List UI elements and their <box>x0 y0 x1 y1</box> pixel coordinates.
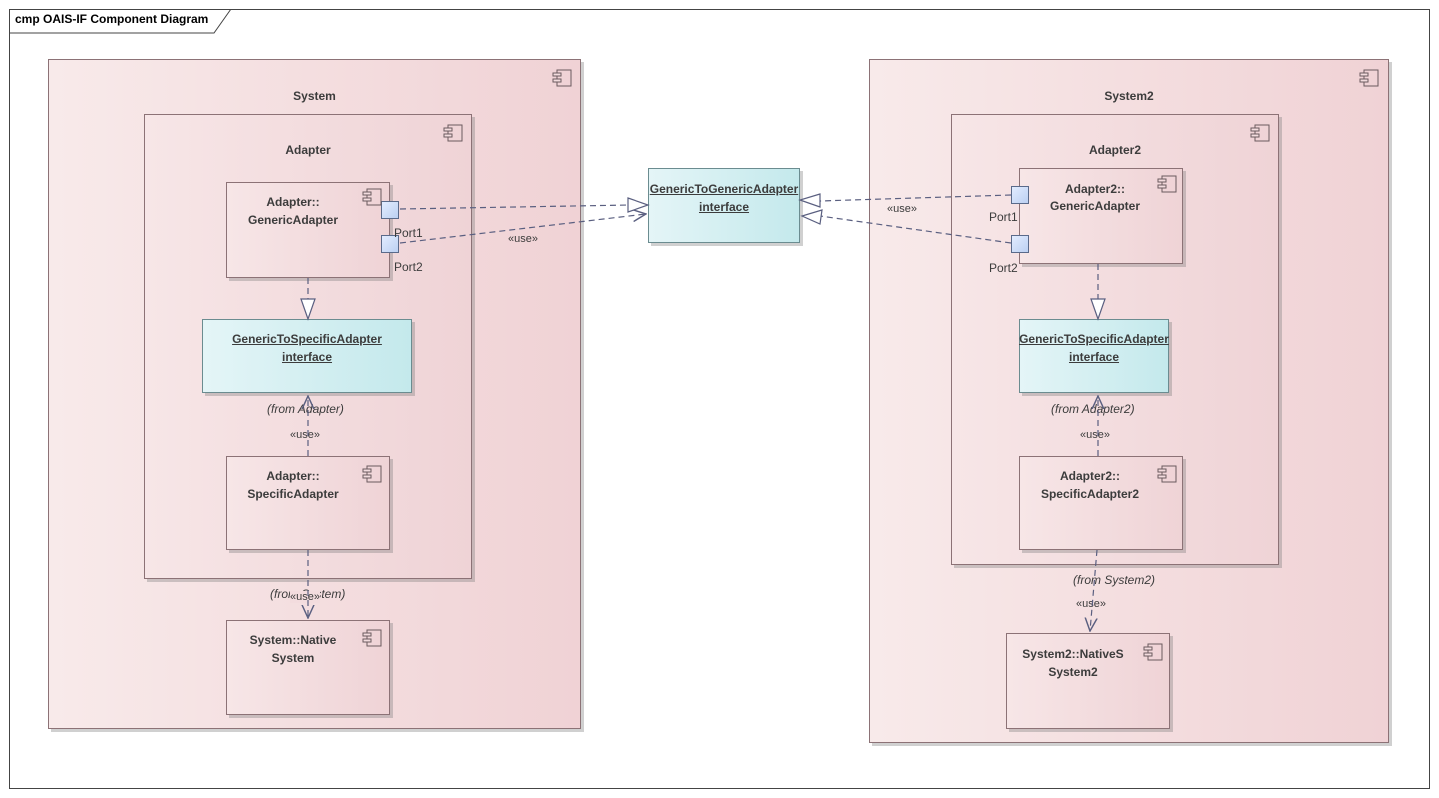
native-system2-component[interactable] <box>1006 633 1170 729</box>
use-stereotype-label: «use» <box>1076 598 1106 610</box>
specific-adapter2-label-line1: Adapter2:: <box>1059 469 1120 483</box>
generic-to-specific-interface-2[interactable] <box>1019 319 1169 393</box>
component-icon <box>1250 124 1270 142</box>
use-stereotype-label: «use» <box>1080 429 1110 441</box>
native-system-label-line1: System::Native <box>249 633 337 647</box>
port1[interactable] <box>1011 186 1029 204</box>
system-label: System <box>293 89 336 103</box>
frame-tab <box>9 9 232 34</box>
native-system2-label-line1: System2::NativeS <box>1022 647 1124 661</box>
realization-line <box>819 194 1012 202</box>
adapter2-label: Adapter2 <box>1088 143 1141 157</box>
use-dependency-line <box>399 214 646 244</box>
realization-arrowhead <box>300 298 316 321</box>
use-stereotype-label: «use» <box>887 203 917 215</box>
component-icon <box>443 124 463 142</box>
diagram-frame <box>9 9 1430 789</box>
realization-line <box>819 215 1012 244</box>
port1-label: Port1 <box>394 226 423 240</box>
component-icon <box>1143 643 1163 661</box>
port1[interactable] <box>381 201 399 219</box>
interface-name-label: GenericToSpecificAdapter <box>232 332 382 346</box>
port2[interactable] <box>1011 235 1029 253</box>
use-stereotype-label: «use» <box>290 429 320 441</box>
adapter-label: Adapter <box>285 143 331 157</box>
component-icon <box>362 629 382 647</box>
generic-to-generic-interface[interactable] <box>648 168 800 243</box>
generic-adapter-label-line1: Adapter:: <box>266 195 320 209</box>
native-system2-label-line2: System2 <box>1048 665 1098 679</box>
realization-arrowhead <box>627 197 650 213</box>
generic-adapter-label-line2: GenericAdapter <box>247 213 339 227</box>
generic-adapter2-component[interactable] <box>1019 168 1183 264</box>
center-interface-kind-label: interface <box>698 200 750 214</box>
generic-adapter2-label-line1: Adapter2:: <box>1064 182 1125 196</box>
system2-label: System2 <box>1104 89 1154 103</box>
component-icon <box>552 69 572 87</box>
diagram-title: cmp OAIS-IF Component Diagram <box>15 12 209 26</box>
specific-adapter-label-line1: Adapter:: <box>266 469 320 483</box>
realization-line <box>399 204 631 210</box>
port2-label: Port2 <box>394 260 423 274</box>
specific-adapter-label-line2: SpecificAdapter <box>247 487 339 501</box>
interface2-kind-label: interface <box>1068 350 1120 364</box>
port2[interactable] <box>381 235 399 253</box>
generic-adapter2-label-line2: GenericAdapter <box>1049 199 1141 213</box>
use-dependency-line <box>1090 549 1097 631</box>
port1-label: Port1 <box>989 210 1018 224</box>
component-icon <box>1359 69 1379 87</box>
interface-kind-label: interface <box>281 350 333 364</box>
center-interface-name-label: GenericToGenericAdapter <box>649 182 799 196</box>
use-stereotype-label: «use» <box>508 233 538 245</box>
interface2-name-label: GenericToSpecificAdapter <box>1019 332 1169 346</box>
use-stereotype-label: «use» <box>290 591 320 603</box>
component-icon <box>362 465 382 483</box>
realization-arrowhead <box>1090 298 1106 321</box>
specific-adapter2-label-line2: SpecificAdapter2 <box>1040 487 1140 501</box>
component-icon <box>1157 175 1177 193</box>
port2-label: Port2 <box>989 261 1018 275</box>
realization-arrowhead <box>798 193 821 208</box>
realization-arrowhead <box>800 209 823 225</box>
component-icon <box>1157 465 1177 483</box>
component-icon <box>362 188 382 206</box>
native-system-label-line2: System <box>271 651 315 665</box>
specific-adapter2-component[interactable] <box>1019 456 1183 550</box>
generic-to-specific-interface[interactable] <box>202 319 412 393</box>
